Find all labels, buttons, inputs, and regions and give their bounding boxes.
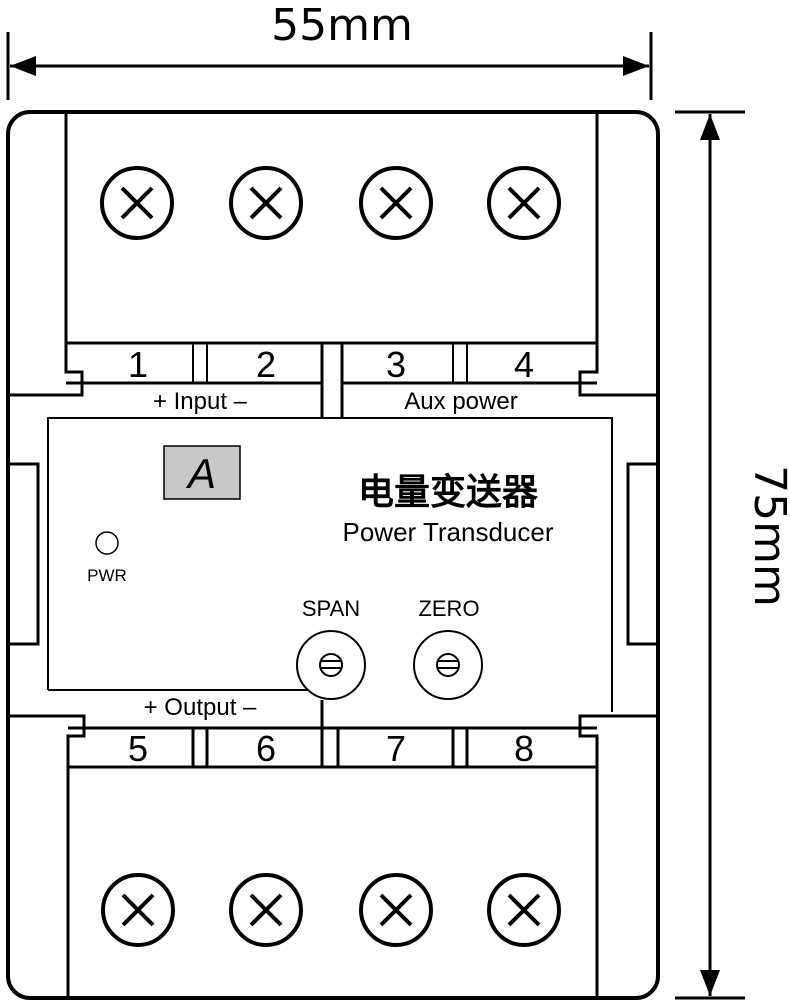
circle-x-screw-icon [487,873,561,947]
slotted-trim-pot-icon [296,630,366,700]
top-screw-4[interactable] [487,166,561,240]
aux-power-label: Aux power [404,388,517,415]
circle-x-screw-icon [359,166,433,240]
terminal-number-6: 6 [256,728,276,769]
type-badge: A [185,450,216,497]
terminal-number-2: 2 [256,344,276,385]
circle-x-screw-icon [229,166,303,240]
circle-x-screw-icon [229,873,303,947]
height-dimension [675,110,745,1000]
terminal-number-7: 7 [386,728,406,769]
slotted-trim-pot-icon [413,630,483,700]
bottom-screw-5[interactable] [101,873,175,947]
bottom-screw-7[interactable] [359,873,433,947]
zero-label: ZERO [418,596,479,621]
width-arrow-left-icon [10,56,36,76]
zero-potentiometer[interactable] [413,630,483,700]
terminal-number-5: 5 [128,728,148,769]
span-potentiometer[interactable] [296,630,366,700]
bottom-screw-6[interactable] [229,873,303,947]
center-panel [47,417,613,712]
output-label: + Output – [144,694,257,721]
circle-x-screw-icon [101,873,175,947]
terminal-number-3: 3 [386,344,406,385]
type-badge-box [163,445,241,500]
width-label: 55mm [271,0,413,51]
terminal-number-1: 1 [128,344,148,385]
top-screw-1[interactable] [100,166,174,240]
top-terminal-block [8,114,658,418]
circle-x-screw-icon [100,166,174,240]
input-label: + Input – [153,388,248,415]
led-indicator-icon [95,531,119,555]
circle-x-screw-icon [359,873,433,947]
title-english: Power Transducer [343,517,554,547]
height-arrow-down-icon [700,970,720,996]
housing [6,110,660,1000]
bottom-terminal-block [8,700,658,998]
height-label: 75mm [744,465,790,607]
top-screw-2[interactable] [229,166,303,240]
top-screw-3[interactable] [359,166,433,240]
terminal-number-8: 8 [514,728,534,769]
terminal-number-4: 4 [514,344,534,385]
circle-x-screw-icon [487,166,561,240]
bottom-screw-8[interactable] [487,873,561,947]
width-arrow-right-icon [623,56,649,76]
title-chinese: 电量变送器 [358,471,539,513]
width-dimension [6,32,653,100]
height-arrow-up-icon [700,114,720,140]
pwr-label: PWR [87,566,127,585]
span-label: SPAN [302,596,360,621]
